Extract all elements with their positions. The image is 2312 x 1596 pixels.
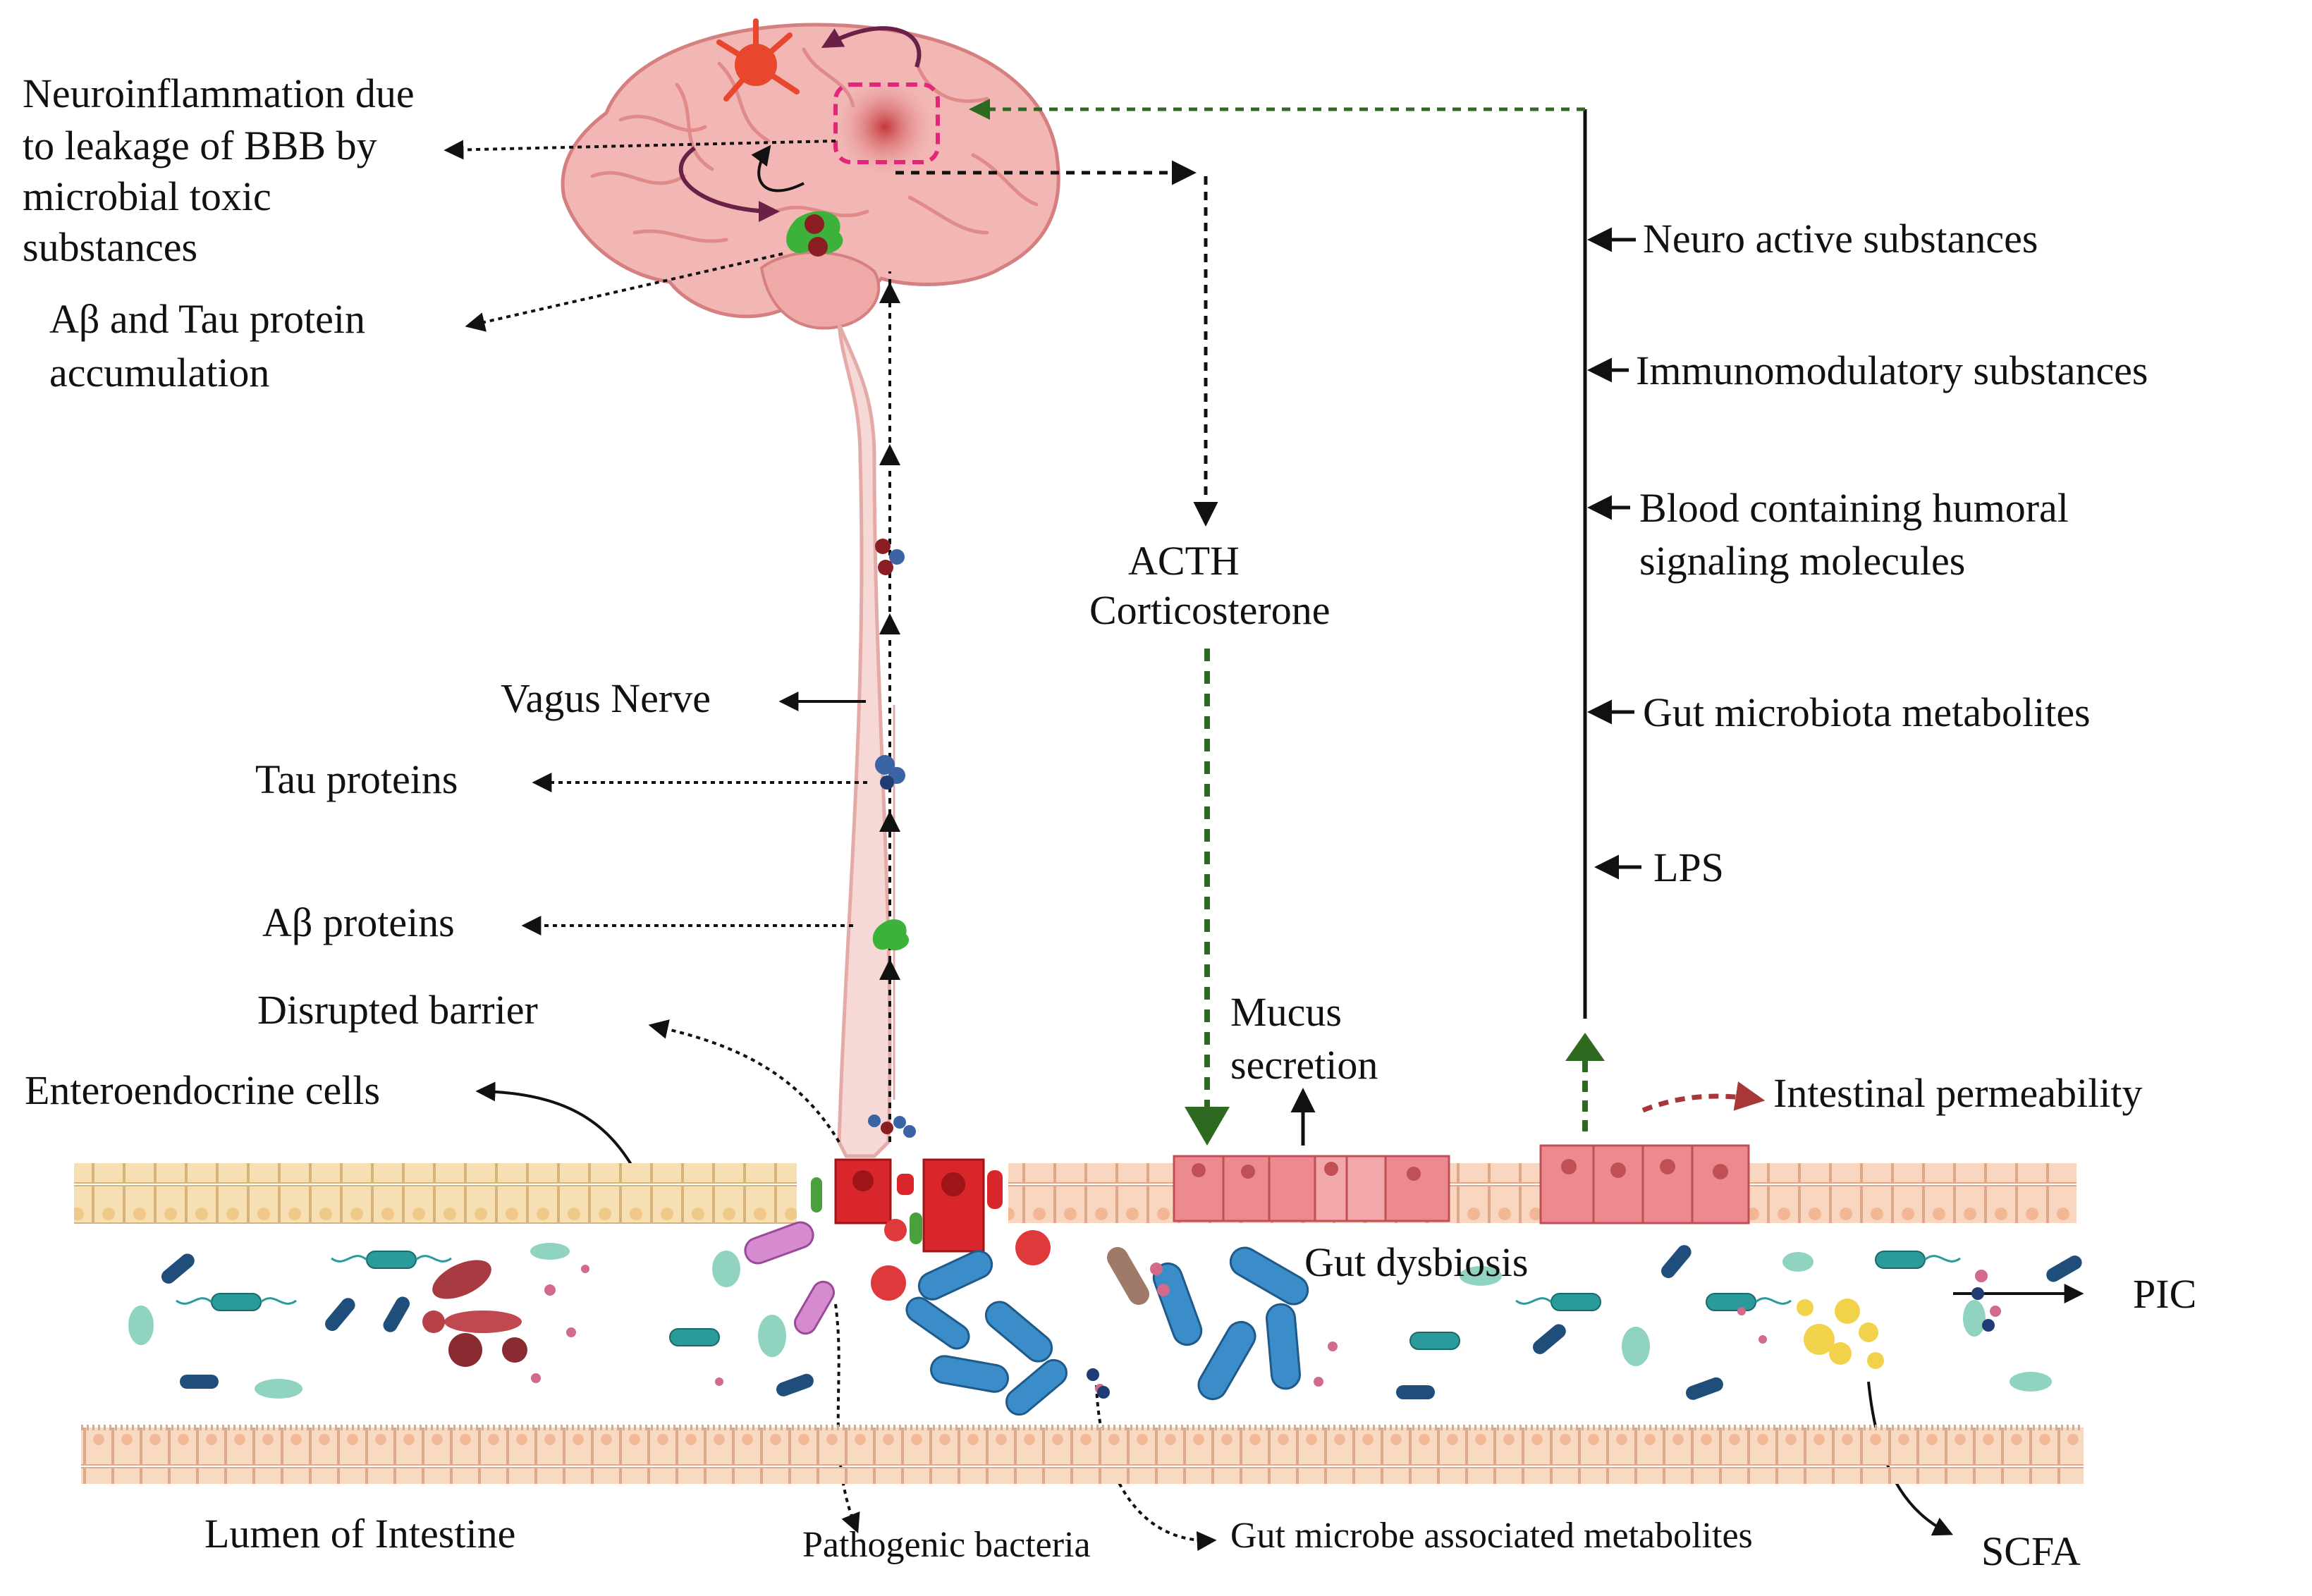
label-mucus-secretion: Mucus secretion [1230, 989, 1378, 1088]
acth-down-arrowhead [1185, 1107, 1230, 1146]
label-acth: ACTH Corticosterone [1089, 538, 1330, 633]
label-neuroinflammation: Neuroinflammation due to leakage of BBB … [23, 70, 415, 270]
abeta-cluster-icon [872, 919, 910, 951]
enteroendocrine-cells-group [1173, 1144, 1750, 1224]
mucus-line-2: secretion [1230, 1042, 1378, 1088]
intestine [74, 1144, 2084, 1484]
acth-line-1: ACTH [1128, 538, 1240, 584]
bacteria-mint [128, 1243, 2052, 1399]
pink-metabolite-dots [531, 1263, 2001, 1394]
label-gut-microbiota-metabolites: Gut microbiota metabolites [1643, 689, 2091, 735]
protein-cluster-icon [875, 539, 905, 575]
label-neuro-active-substances: Neuro active substances [1643, 216, 2038, 262]
label-disrupted-barrier: Disrupted barrier [257, 987, 538, 1033]
microglia-icon [716, 18, 800, 102]
label-immunomodulatory-substances: Immunomodulatory substances [1636, 348, 2148, 393]
nerve-up-arrowheads [879, 282, 900, 980]
label-pointers [444, 140, 2084, 1552]
bacteria-flagella [176, 1255, 1961, 1305]
label-gut-dysbiosis: Gut dysbiosis [1304, 1239, 1528, 1285]
lower-epithelium [81, 1428, 2084, 1484]
label-blood-humoral: Blood containing humoral signaling molec… [1639, 485, 2069, 584]
blood-humoral-line-2: signaling molecules [1639, 538, 1965, 584]
disrupted-barrier-cells [811, 1158, 1003, 1253]
acth-line-2: Corticosterone [1089, 587, 1330, 633]
mucus-line-1: Mucus [1230, 989, 1342, 1035]
bacteria-rods [905, 1246, 1309, 1416]
label-vagus-nerve: Vagus Nerve [501, 675, 711, 721]
tau-cluster-icon [875, 755, 905, 790]
systemic-up-arrowhead [1565, 1033, 1605, 1061]
microbiota [128, 1219, 2082, 1416]
vagus-nerve-tract [837, 271, 916, 1158]
label-tau-proteins: Tau proteins [255, 756, 458, 802]
label-pathogenic-bacteria: Pathogenic bacteria [802, 1525, 1091, 1565]
neuroinflammation-line-2: to leakage of BBB by [23, 123, 377, 168]
label-enteroendocrine-cells: Enteroendocrine cells [25, 1067, 380, 1113]
label-abeta-proteins: Aβ proteins [262, 900, 455, 945]
acth-pathway [895, 160, 1230, 1146]
label-lumen-of-intestine: Lumen of Intestine [204, 1511, 515, 1557]
label-scfa: SCFA [1981, 1528, 2081, 1574]
pathogen-red-cluster [422, 1260, 527, 1367]
systemic-pathway [969, 99, 1641, 1131]
red-virus-particles [871, 1219, 1051, 1301]
yellow-scfa-particles [1797, 1299, 1884, 1369]
pink-rods [744, 1221, 1149, 1335]
label-gut-microbe-metabolites: Gut microbe associated metabolites [1230, 1516, 1753, 1556]
label-abeta-tau-accumulation: Aβ and Tau protein accumulation [49, 296, 365, 395]
neuroinflammation-line-4: substances [23, 224, 197, 270]
brain-illustration [561, 18, 1060, 330]
navy-metabolite-dots [1087, 1287, 1995, 1399]
abeta-tau-line-1: Aβ and Tau protein [49, 296, 365, 342]
bacteria-navy [161, 1245, 2082, 1400]
abeta-tau-line-2: accumulation [49, 350, 269, 395]
blood-humoral-line-1: Blood containing humoral [1639, 485, 2069, 531]
neuroinflammation-line-3: microbial toxic [23, 173, 271, 219]
label-lps: LPS [1653, 845, 1724, 890]
base-cluster-icon [868, 1115, 916, 1138]
upper-epithelium-left [74, 1163, 797, 1223]
label-intestinal-permeability: Intestinal permeability [1773, 1070, 2142, 1116]
amyloid-plaque-icon [786, 211, 843, 257]
neuroinflammation-line-1: Neuroinflammation due [23, 70, 415, 116]
label-pic: PIC [2133, 1271, 2196, 1317]
